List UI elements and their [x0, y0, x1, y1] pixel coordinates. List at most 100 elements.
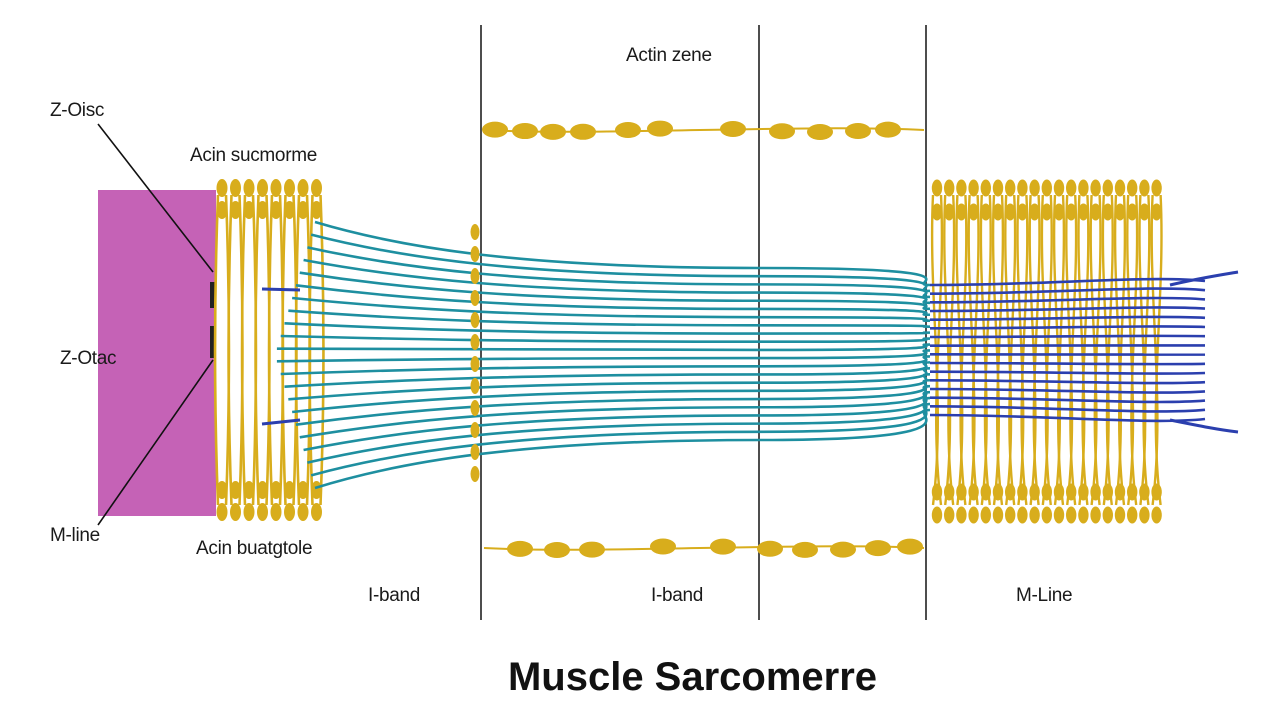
- actin-strand: [281, 194, 287, 506]
- actin-bead: [1029, 203, 1040, 221]
- actin-bead: [1005, 506, 1016, 524]
- myosin-filament: [292, 372, 931, 414]
- thick-filament: [929, 379, 1206, 385]
- actin-bead: [931, 179, 943, 197]
- label-actin-bottom: Acin buatgtole: [196, 538, 313, 559]
- actin-bead: [1005, 483, 1016, 501]
- chain-bead: [792, 541, 818, 558]
- actin-bead: [1017, 179, 1028, 197]
- actin-bead: [992, 179, 1004, 197]
- actin-bead: [1053, 483, 1065, 501]
- label-i-band-1: I-band: [368, 585, 421, 606]
- actin-bead: [1114, 506, 1126, 524]
- column-bead: [470, 268, 480, 284]
- actin-strand: [1032, 194, 1041, 506]
- label-actin-top: Acin sucmorme: [190, 145, 318, 166]
- actin-bead: [944, 483, 955, 501]
- actin-bead: [956, 179, 967, 197]
- center-bead-column: [470, 224, 480, 482]
- actin-bead: [931, 203, 943, 221]
- label-m-line-left: M-line: [50, 525, 100, 546]
- actin-bead: [284, 179, 295, 197]
- label-z-disc-top: Z-Oisc: [50, 100, 105, 121]
- actin-bead: [243, 481, 255, 499]
- actin-bead: [1090, 506, 1101, 524]
- actin-bead: [216, 201, 228, 219]
- column-bead: [470, 224, 480, 240]
- thick-filament: [929, 413, 1206, 423]
- actin-bead: [1005, 179, 1016, 197]
- actin-bead: [230, 481, 241, 499]
- actin-bead: [1114, 483, 1126, 501]
- actin-bead: [243, 201, 255, 219]
- actin-bead: [1041, 483, 1053, 501]
- actin-bead: [216, 503, 228, 521]
- actin-strand: [947, 194, 956, 506]
- actin-bead: [992, 506, 1004, 524]
- chain-bead: [482, 121, 508, 138]
- actin-bead: [1139, 179, 1150, 197]
- actin-bead: [980, 483, 991, 501]
- actin-bead: [297, 481, 309, 499]
- actin-strand: [267, 194, 274, 506]
- myosin-filament: [310, 233, 931, 293]
- actin-strand: [213, 194, 220, 506]
- actin-bead: [968, 483, 979, 501]
- actin-bead: [284, 481, 295, 499]
- thick-filament: [929, 277, 1206, 287]
- column-bead: [470, 422, 480, 438]
- chain-bead: [647, 120, 673, 137]
- actin-bead: [1066, 506, 1077, 524]
- actin-bead: [944, 203, 955, 221]
- actin-bead: [1151, 179, 1162, 197]
- thick-filament: [929, 334, 1206, 339]
- actin-bead: [1139, 203, 1150, 221]
- myosin-filaments: [261, 220, 1239, 490]
- actin-bead: [1151, 203, 1162, 221]
- actin-bead: [992, 203, 1004, 221]
- actin-bead: [1114, 179, 1126, 197]
- actin-bead: [1041, 506, 1053, 524]
- actin-bead: [1151, 483, 1162, 501]
- myosin-filament: [276, 343, 931, 352]
- actin-strand: [240, 194, 247, 506]
- column-bead: [470, 290, 480, 306]
- actin-bead: [257, 481, 268, 499]
- chain-bead: [507, 540, 533, 557]
- thick-filament: [929, 361, 1206, 366]
- chain-bead: [865, 540, 891, 557]
- actin-bead: [1029, 179, 1040, 197]
- actin-bead: [1053, 179, 1065, 197]
- actin-bead: [931, 506, 943, 524]
- actin-strand: [1142, 194, 1151, 506]
- actin-bead: [297, 503, 309, 521]
- actin-bead: [284, 201, 295, 219]
- actin-bead: [1127, 506, 1138, 524]
- actin-bead: [270, 481, 282, 499]
- actin-bead: [1139, 483, 1150, 501]
- actin-bead: [1017, 506, 1028, 524]
- thick-filament-tip: [1169, 418, 1239, 434]
- right-actin-filaments: [930, 179, 1163, 524]
- actin-bead: [944, 179, 955, 197]
- actin-bead: [1127, 483, 1138, 501]
- label-actin-zone: Actin zene: [626, 45, 712, 66]
- chain-bead: [544, 541, 570, 558]
- actin-strand: [254, 194, 260, 506]
- myosin-filament: [288, 367, 931, 401]
- actin-bead: [944, 506, 955, 524]
- actin-bead: [1151, 506, 1162, 524]
- actin-bead: [1114, 203, 1126, 221]
- thick-filament: [929, 396, 1206, 404]
- actin-bead: [1005, 203, 1016, 221]
- myosin-filament: [314, 408, 931, 490]
- actin-bead: [980, 506, 991, 524]
- actin-bead: [1041, 203, 1053, 221]
- actin-strand: [983, 194, 992, 506]
- top-actin-chain: [482, 120, 925, 140]
- chain-bead: [512, 123, 538, 140]
- thick-filament-tip: [261, 418, 301, 426]
- myosin-filament: [314, 220, 931, 287]
- actin-bead: [297, 179, 309, 197]
